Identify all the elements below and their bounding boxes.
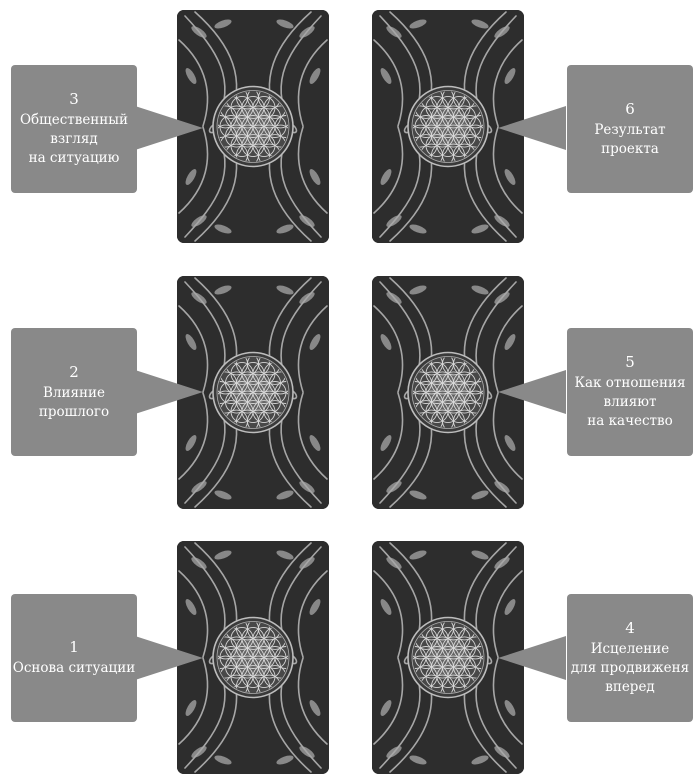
leaf-vine-icon	[373, 542, 523, 773]
card-back-art	[177, 541, 329, 774]
flower-of-life-icon	[407, 85, 489, 168]
card-position-5[interactable]	[372, 276, 524, 509]
position-description: Исцеление для продвиженя вперед	[570, 641, 690, 695]
flower-of-life-icon	[212, 351, 294, 434]
card-position-3[interactable]	[177, 10, 329, 243]
position-label-2: 2 Влияние прошлого	[11, 328, 137, 456]
card-back-art	[177, 10, 329, 243]
position-label-3: 3 Общественный взгляд на ситуацию	[11, 65, 137, 193]
label-pointer-2	[135, 370, 203, 414]
position-label-4: 4 Исцеление для продвиженя вперед	[567, 594, 693, 722]
position-number: 4	[625, 619, 635, 637]
position-label-1: 1 Основа ситуации	[11, 594, 137, 722]
position-label-5: 5 Как отношения влияют на качество	[567, 328, 693, 456]
flower-of-life-icon	[407, 351, 489, 434]
flower-of-life-icon	[407, 616, 489, 699]
flower-of-life-icon	[212, 616, 294, 699]
flower-of-life-icon	[212, 85, 294, 168]
label-pointer-4	[498, 636, 566, 680]
position-number: 3	[69, 90, 79, 108]
label-pointer-6	[498, 106, 566, 150]
position-number: 5	[625, 353, 635, 371]
position-description: Основа ситуации	[12, 660, 136, 676]
card-position-1[interactable]	[177, 541, 329, 774]
label-pointer-3	[135, 106, 203, 150]
position-description: Влияние прошлого	[38, 384, 110, 420]
position-label-6: 6 Результат проекта	[567, 65, 693, 193]
label-pointer-1	[135, 636, 203, 680]
position-description: Общественный взгляд на ситуацию	[19, 112, 129, 166]
position-description: Результат проекта	[594, 121, 666, 157]
position-number: 6	[625, 99, 635, 118]
label-pointer-5	[498, 370, 566, 414]
position-description: Как отношения влияют на качество	[574, 375, 686, 429]
card-back-art	[372, 276, 524, 509]
position-number: 2	[69, 362, 79, 381]
position-number: 1	[69, 638, 79, 656]
